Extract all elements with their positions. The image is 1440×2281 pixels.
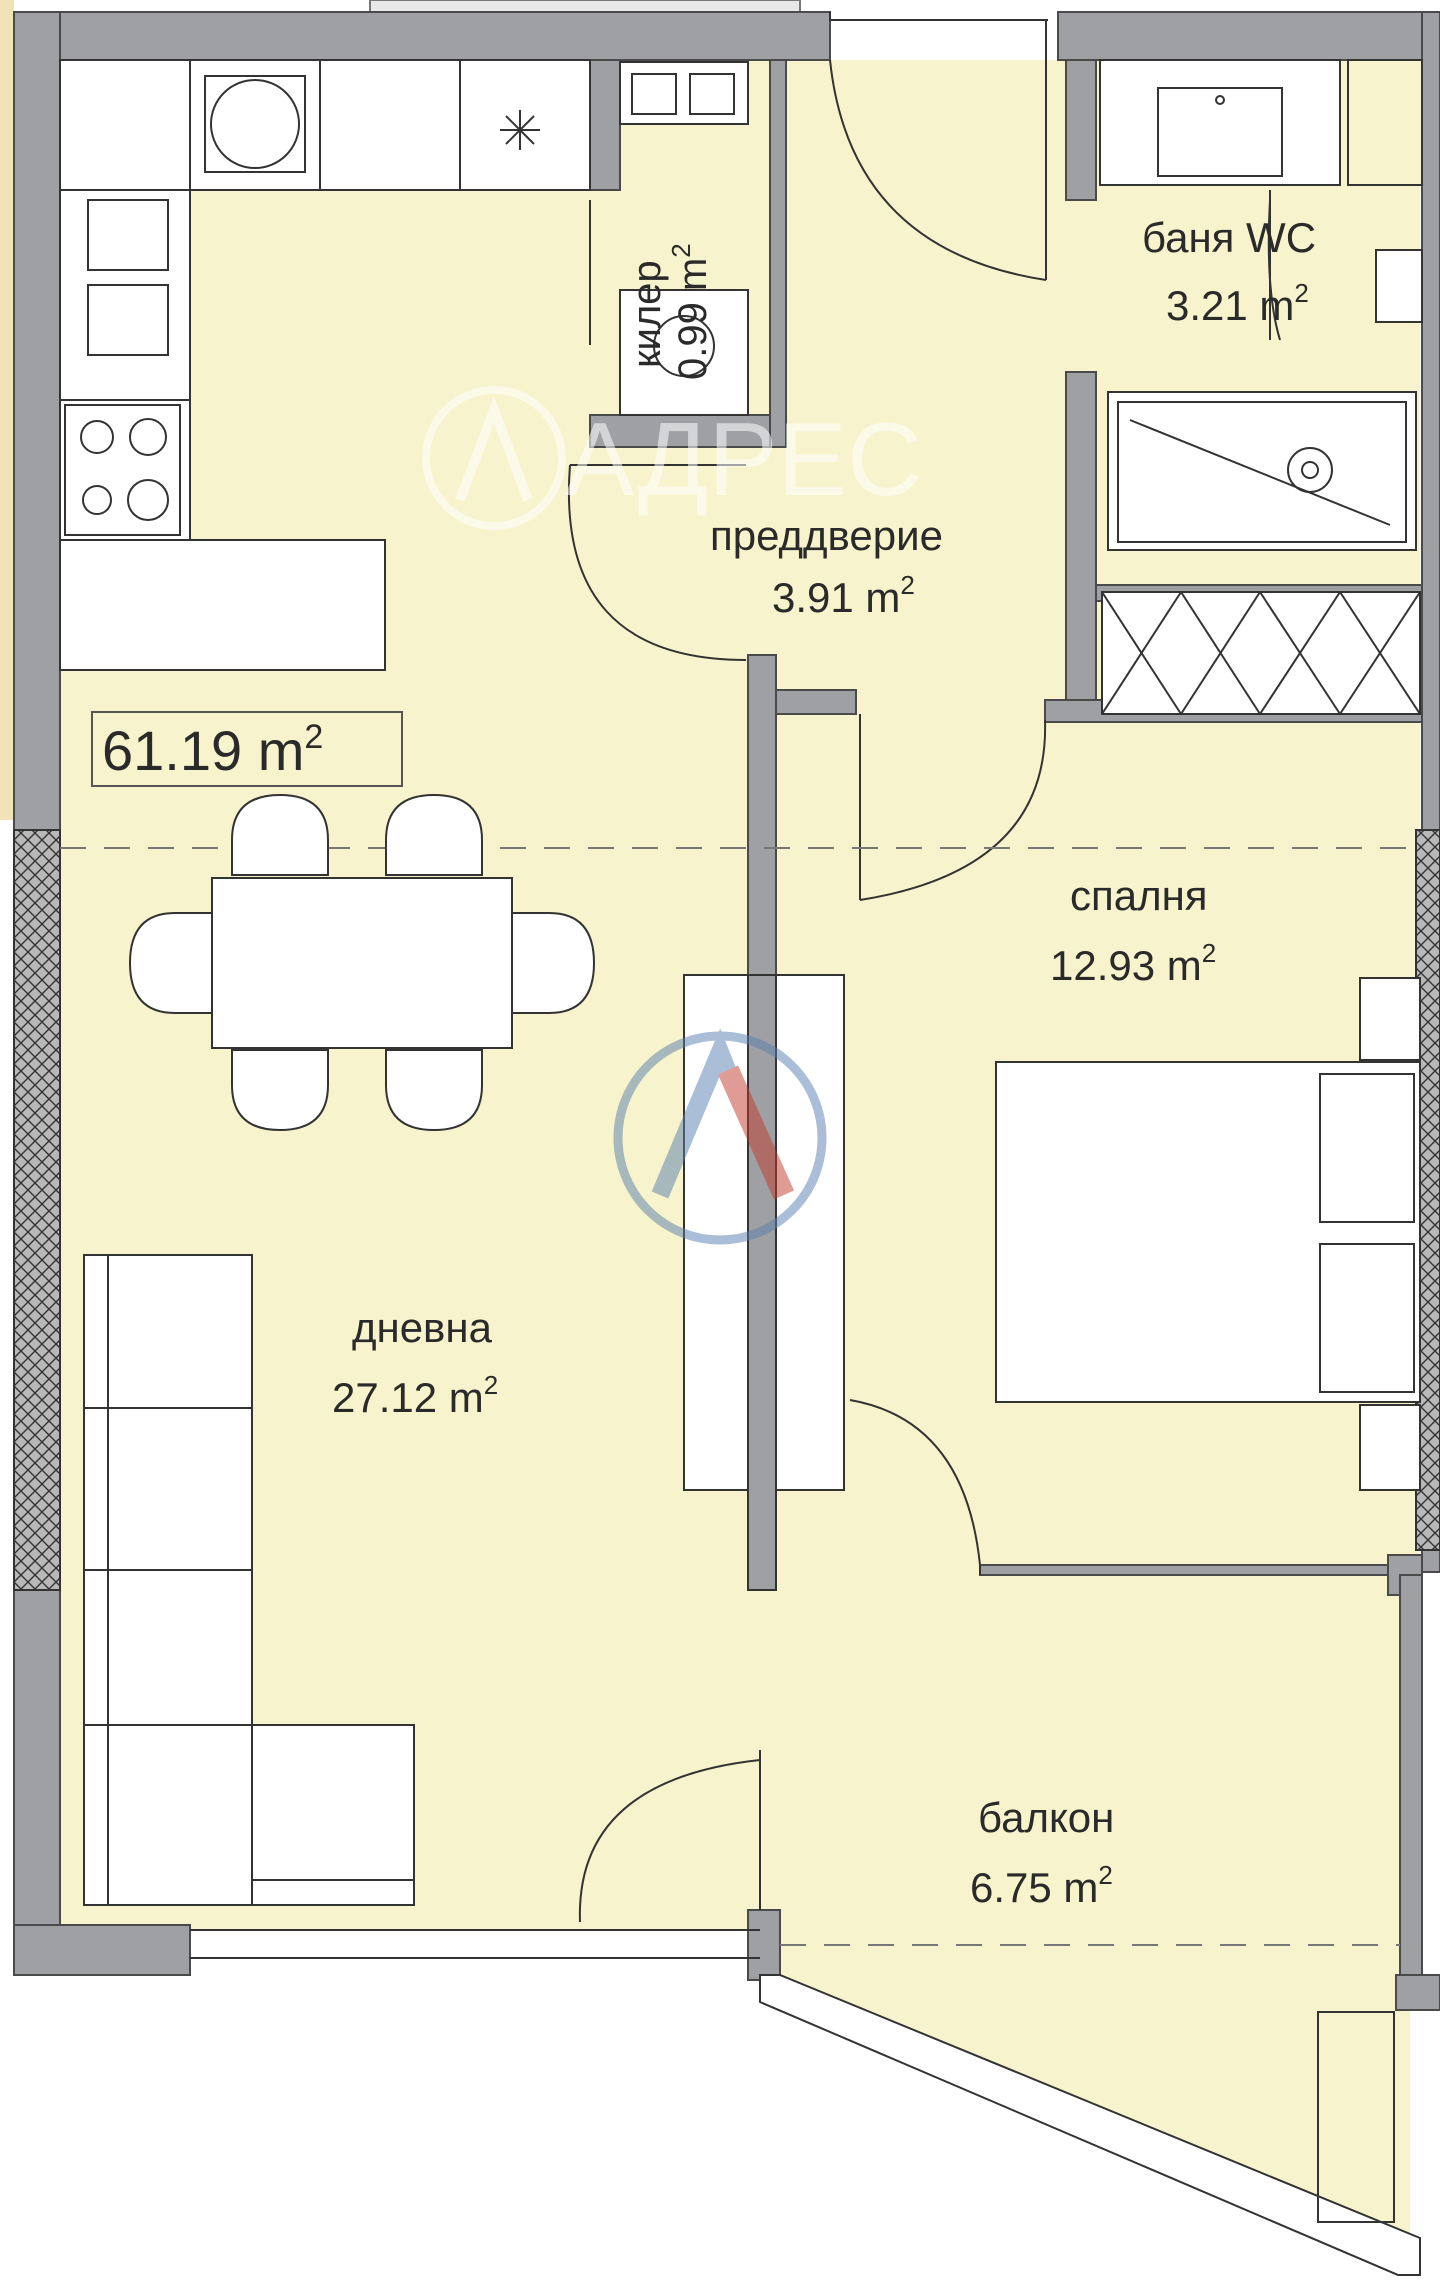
bed (995, 977, 1421, 1491)
sink-icon (87, 199, 169, 356)
sofa (83, 1254, 415, 1906)
room-pantry-label: килер 0.99 m2 (625, 243, 715, 380)
room-bedroom-area: 12.93 m2 (1050, 938, 1216, 989)
room-balcony-name: балкон (978, 1794, 1114, 1841)
stove-icon (64, 404, 181, 536)
snowflake-icon (500, 110, 540, 150)
room-bathroom-area: 3.21 m2 (1166, 278, 1309, 329)
watermark-logo-icon (613, 1028, 827, 1245)
watermark-text: АДРЕС (565, 402, 922, 518)
total-area-box (91, 711, 403, 787)
dining-table (128, 793, 596, 1132)
outside-left-strip (0, 0, 14, 820)
svg-text:килер: килер (625, 260, 669, 368)
watermark-top: АДРЕС (422, 386, 922, 530)
outside-top-strip (369, 0, 801, 13)
bottom-glazing (190, 1929, 1421, 2276)
wardrobe (683, 974, 845, 1591)
room-hallway-name: преддверие (710, 512, 943, 559)
bathroom-fixtures (1099, 59, 1423, 715)
doors (567, 12, 1281, 1923)
room-balcony-area: 6.75 m2 (970, 1860, 1113, 1911)
room-hallway-area: 3.91 m2 (772, 570, 915, 621)
room-bathroom-name: баня WC (1142, 214, 1316, 261)
room-bedroom-name: спалня (1070, 872, 1208, 919)
svg-text:0.99 m2: 0.99 m2 (666, 243, 715, 380)
total-area: 61.19 m2 (102, 718, 323, 782)
fridge-icon (204, 75, 306, 173)
room-living-name: дневна (352, 1304, 493, 1351)
balcony-box (1317, 2011, 1395, 2223)
kitchen-counter (59, 59, 591, 671)
window-hatch-left (13, 829, 61, 1591)
room-living-area: 27.12 m2 (332, 1370, 498, 1421)
pantry-fixtures (589, 61, 749, 416)
